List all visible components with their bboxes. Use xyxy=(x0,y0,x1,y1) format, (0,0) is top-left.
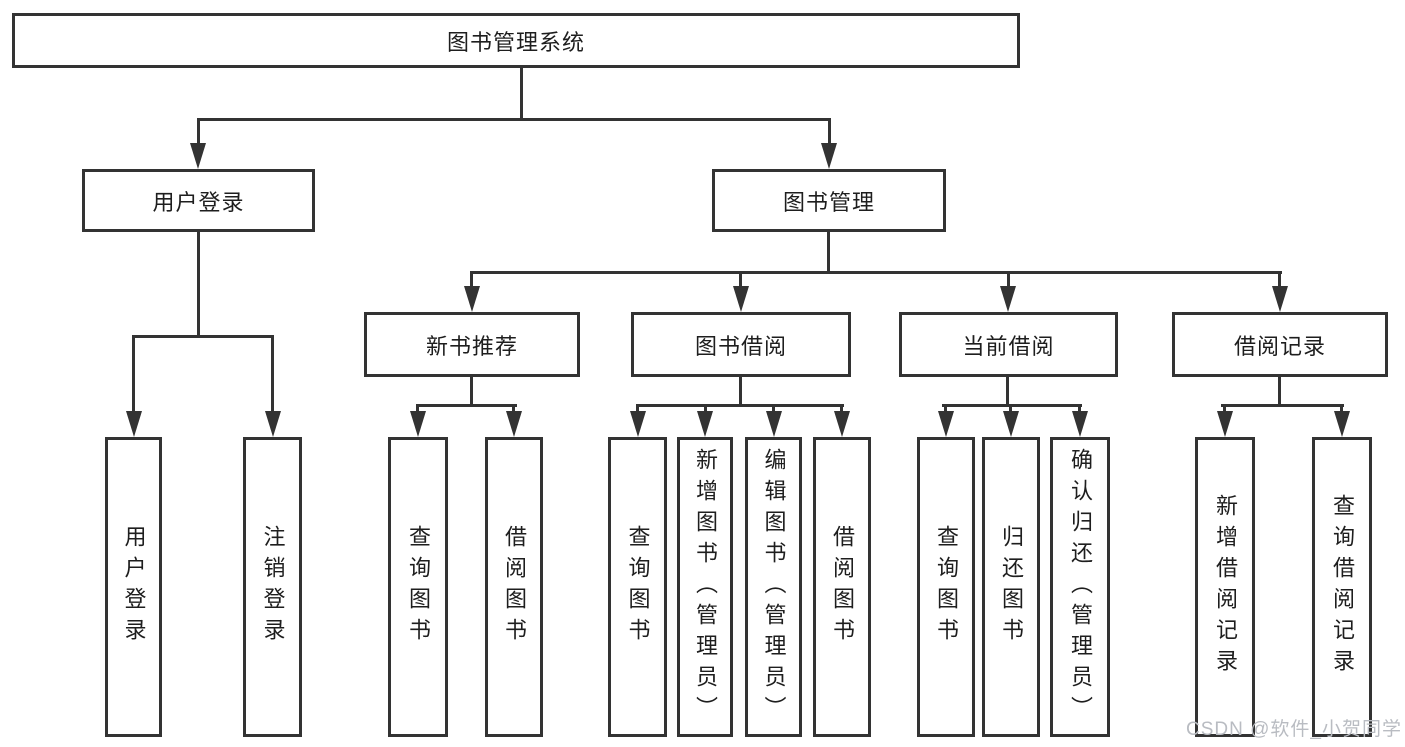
leaf-newrec-query-books: 查询图书 xyxy=(388,437,448,737)
connector-line xyxy=(197,118,200,146)
arrow-down-icon xyxy=(1272,286,1288,312)
connector-line xyxy=(520,67,523,120)
leaf-borrow-edit-books-admin-label: 编辑图书（管理员） xyxy=(761,447,787,727)
leaf-records-add-record-label: 新增借阅记录 xyxy=(1213,494,1238,680)
arrow-down-icon xyxy=(190,143,206,169)
arrow-down-icon xyxy=(1003,411,1019,437)
connector-line xyxy=(512,404,515,414)
arrow-down-icon xyxy=(733,286,749,312)
arrow-down-icon xyxy=(265,411,281,437)
leaf-current-query-books: 查询图书 xyxy=(917,437,975,737)
leaf-user-login: 用户登录 xyxy=(105,437,162,737)
connector-line xyxy=(1007,271,1010,289)
leaf-newrec-query-books-label: 查询图书 xyxy=(406,525,431,649)
connector-line xyxy=(1278,271,1281,289)
arrow-down-icon xyxy=(1217,411,1233,437)
connector-line xyxy=(1221,404,1344,407)
arrow-down-icon xyxy=(630,411,646,437)
arrow-down-icon xyxy=(1000,286,1016,312)
arrow-down-icon xyxy=(766,411,782,437)
connector-line xyxy=(827,232,830,274)
leaf-user-login-label: 用户登录 xyxy=(121,525,147,649)
leaf-current-return-books-label: 归还图书 xyxy=(999,525,1024,649)
connector-line xyxy=(132,335,273,338)
node-current-borrow-label: 当前借阅 xyxy=(962,333,1055,359)
node-book-borrow-label: 图书借阅 xyxy=(694,333,787,359)
leaf-borrow-borrow-books-label: 借阅图书 xyxy=(830,525,855,649)
node-root-label: 图书管理系统 xyxy=(446,29,585,55)
leaf-newrec-borrow-books: 借阅图书 xyxy=(485,437,543,737)
arrow-down-icon xyxy=(464,286,480,312)
leaf-logout: 注销登录 xyxy=(243,437,302,737)
node-book-borrow: 图书借阅 xyxy=(631,312,851,377)
node-user-login: 用户登录 xyxy=(82,169,315,232)
leaf-current-confirm-return-admin-label: 确认归还（管理员） xyxy=(1068,447,1093,727)
node-user-login-label: 用户登录 xyxy=(152,189,245,215)
node-borrow-records-label: 借阅记录 xyxy=(1233,333,1326,359)
node-root: 图书管理系统 xyxy=(12,13,1020,68)
arrow-down-icon xyxy=(1334,411,1350,437)
connector-line xyxy=(1006,377,1009,407)
connector-line xyxy=(470,377,473,407)
leaf-records-query-record-label: 查询借阅记录 xyxy=(1330,494,1355,680)
connector-line xyxy=(840,404,843,414)
connector-line xyxy=(416,404,517,407)
arrow-down-icon xyxy=(821,143,837,169)
watermark: CSDN @软件_小贺同学 xyxy=(1186,719,1402,740)
leaf-borrow-borrow-books: 借阅图书 xyxy=(813,437,871,737)
connector-line xyxy=(271,335,274,413)
arrow-down-icon xyxy=(938,411,954,437)
connector-line xyxy=(416,404,419,414)
node-new-book-recommend: 新书推荐 xyxy=(364,312,580,377)
connector-line xyxy=(470,271,1282,274)
connector-line xyxy=(470,271,473,289)
connector-line xyxy=(636,404,844,407)
arrow-down-icon xyxy=(1072,411,1088,437)
connector-line xyxy=(704,404,707,414)
leaf-logout-label: 注销登录 xyxy=(260,525,286,649)
leaf-records-query-record: 查询借阅记录 xyxy=(1312,437,1372,737)
connector-line xyxy=(636,404,639,414)
connector-line xyxy=(944,404,947,414)
node-new-book-recommend-label: 新书推荐 xyxy=(425,333,518,359)
connector-line xyxy=(739,377,742,407)
connector-line xyxy=(739,271,742,289)
leaf-current-return-books: 归还图书 xyxy=(982,437,1040,737)
leaf-newrec-borrow-books-label: 借阅图书 xyxy=(502,525,527,649)
leaf-borrow-add-books-admin: 新增图书（管理员） xyxy=(677,437,733,737)
connector-line xyxy=(828,118,831,146)
arrow-down-icon xyxy=(697,411,713,437)
connector-line xyxy=(1078,404,1081,414)
connector-line xyxy=(1278,377,1281,407)
node-borrow-records: 借阅记录 xyxy=(1172,312,1388,377)
node-current-borrow: 当前借阅 xyxy=(899,312,1118,377)
leaf-current-confirm-return-admin: 确认归还（管理员） xyxy=(1050,437,1110,737)
connector-line xyxy=(1009,404,1012,414)
leaf-borrow-add-books-admin-label: 新增图书（管理员） xyxy=(693,447,718,727)
leaf-records-add-record: 新增借阅记录 xyxy=(1195,437,1255,737)
arrow-down-icon xyxy=(506,411,522,437)
leaf-borrow-query-books-label: 查询图书 xyxy=(625,525,651,649)
arrow-down-icon xyxy=(410,411,426,437)
connector-line xyxy=(197,232,200,338)
connector-line xyxy=(132,335,135,413)
connector-line xyxy=(942,404,1082,407)
connector-line xyxy=(772,404,775,414)
arrow-down-icon xyxy=(834,411,850,437)
arrow-down-icon xyxy=(126,411,142,437)
leaf-borrow-query-books: 查询图书 xyxy=(608,437,667,737)
leaf-borrow-edit-books-admin: 编辑图书（管理员） xyxy=(745,437,802,737)
node-book-management-label: 图书管理 xyxy=(782,189,875,215)
connector-line xyxy=(1340,404,1343,414)
node-book-management: 图书管理 xyxy=(712,169,946,232)
leaf-current-query-books-label: 查询图书 xyxy=(934,525,959,649)
connector-line xyxy=(1223,404,1226,414)
connector-line xyxy=(197,118,831,121)
